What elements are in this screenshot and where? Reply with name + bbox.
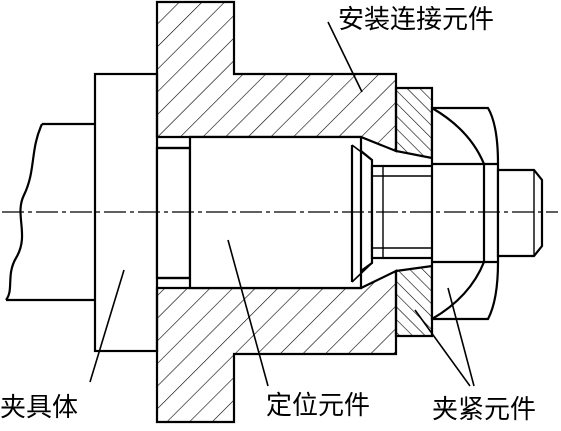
leader-lines [89, 21, 475, 387]
label-locating-element: 定位元件 [266, 391, 370, 421]
label-clamping-element: 夹紧元件 [432, 395, 536, 425]
label-mounting-element: 安装连接元件 [338, 5, 494, 35]
stud-end [496, 168, 544, 258]
hex-nut [430, 106, 500, 321]
washer-upper [394, 86, 434, 160]
label-fixture-body: 夹具体 [0, 393, 78, 423]
washer-lower [394, 264, 434, 338]
housing-bore [155, 146, 192, 280]
fixture-body-shaft [5, 122, 95, 302]
